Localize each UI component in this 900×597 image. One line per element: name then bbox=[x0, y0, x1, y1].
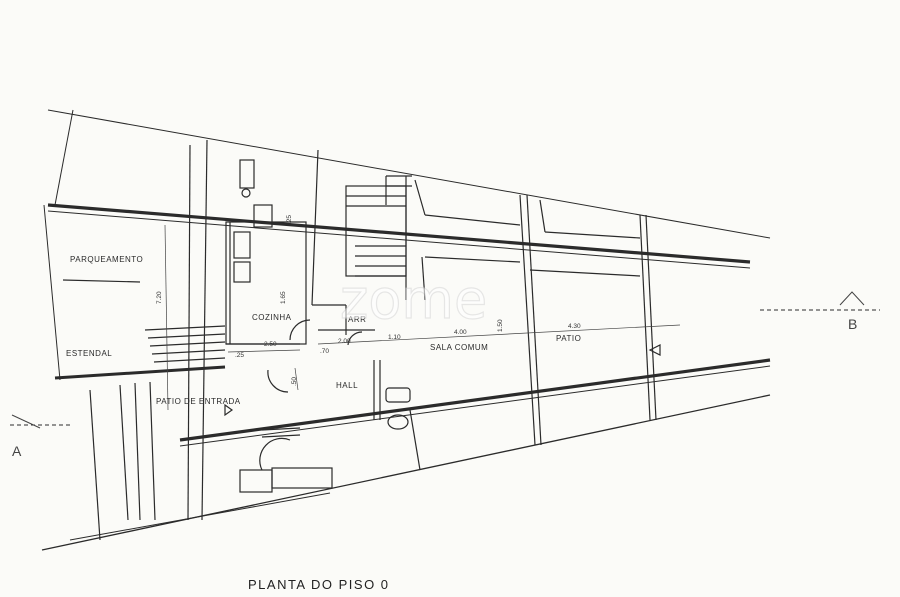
label-patio-entrada: PATIO DE ENTRADA bbox=[156, 397, 241, 406]
dim-2-50: 2.50 bbox=[264, 341, 277, 348]
section-marker-a: A bbox=[12, 443, 22, 459]
dim-4-30: 4.30 bbox=[568, 323, 581, 330]
dim-1-10: 1.10 bbox=[388, 334, 401, 341]
label-hall: HALL bbox=[336, 381, 358, 390]
label-parqueamento: PARQUEAMENTO bbox=[70, 255, 143, 264]
dim-4-00: 4.00 bbox=[454, 329, 467, 336]
section-marker-b: B bbox=[848, 316, 857, 332]
drawing-title: PLANTA DO PISO 0 bbox=[248, 577, 390, 592]
dim-1-65: 1.65 bbox=[280, 291, 287, 304]
dimension-lines bbox=[164, 224, 681, 411]
dim-1-50: 1.50 bbox=[497, 319, 504, 332]
dim-0-70: .70 bbox=[320, 348, 329, 355]
label-estendal: ESTENDAL bbox=[66, 349, 112, 358]
outer-lines bbox=[10, 109, 880, 551]
dim-0-25-b: .25 bbox=[286, 215, 293, 224]
label-patio: PATIO bbox=[556, 334, 581, 343]
label-sala-comum: SALA COMUM bbox=[430, 343, 488, 352]
dim-7-20: 7.20 bbox=[156, 291, 163, 304]
main-walls bbox=[47, 203, 771, 447]
section-markers bbox=[11, 291, 865, 429]
label-arr: ARR bbox=[348, 315, 366, 324]
dim-0-50: .50 bbox=[291, 377, 298, 386]
partitions bbox=[62, 139, 661, 541]
dim-2-00: 2.00 bbox=[338, 338, 351, 345]
label-cozinha: COZINHA bbox=[252, 313, 292, 322]
watermark-logo: zome bbox=[340, 268, 487, 331]
dim-0-25-a: .25 bbox=[235, 352, 244, 359]
